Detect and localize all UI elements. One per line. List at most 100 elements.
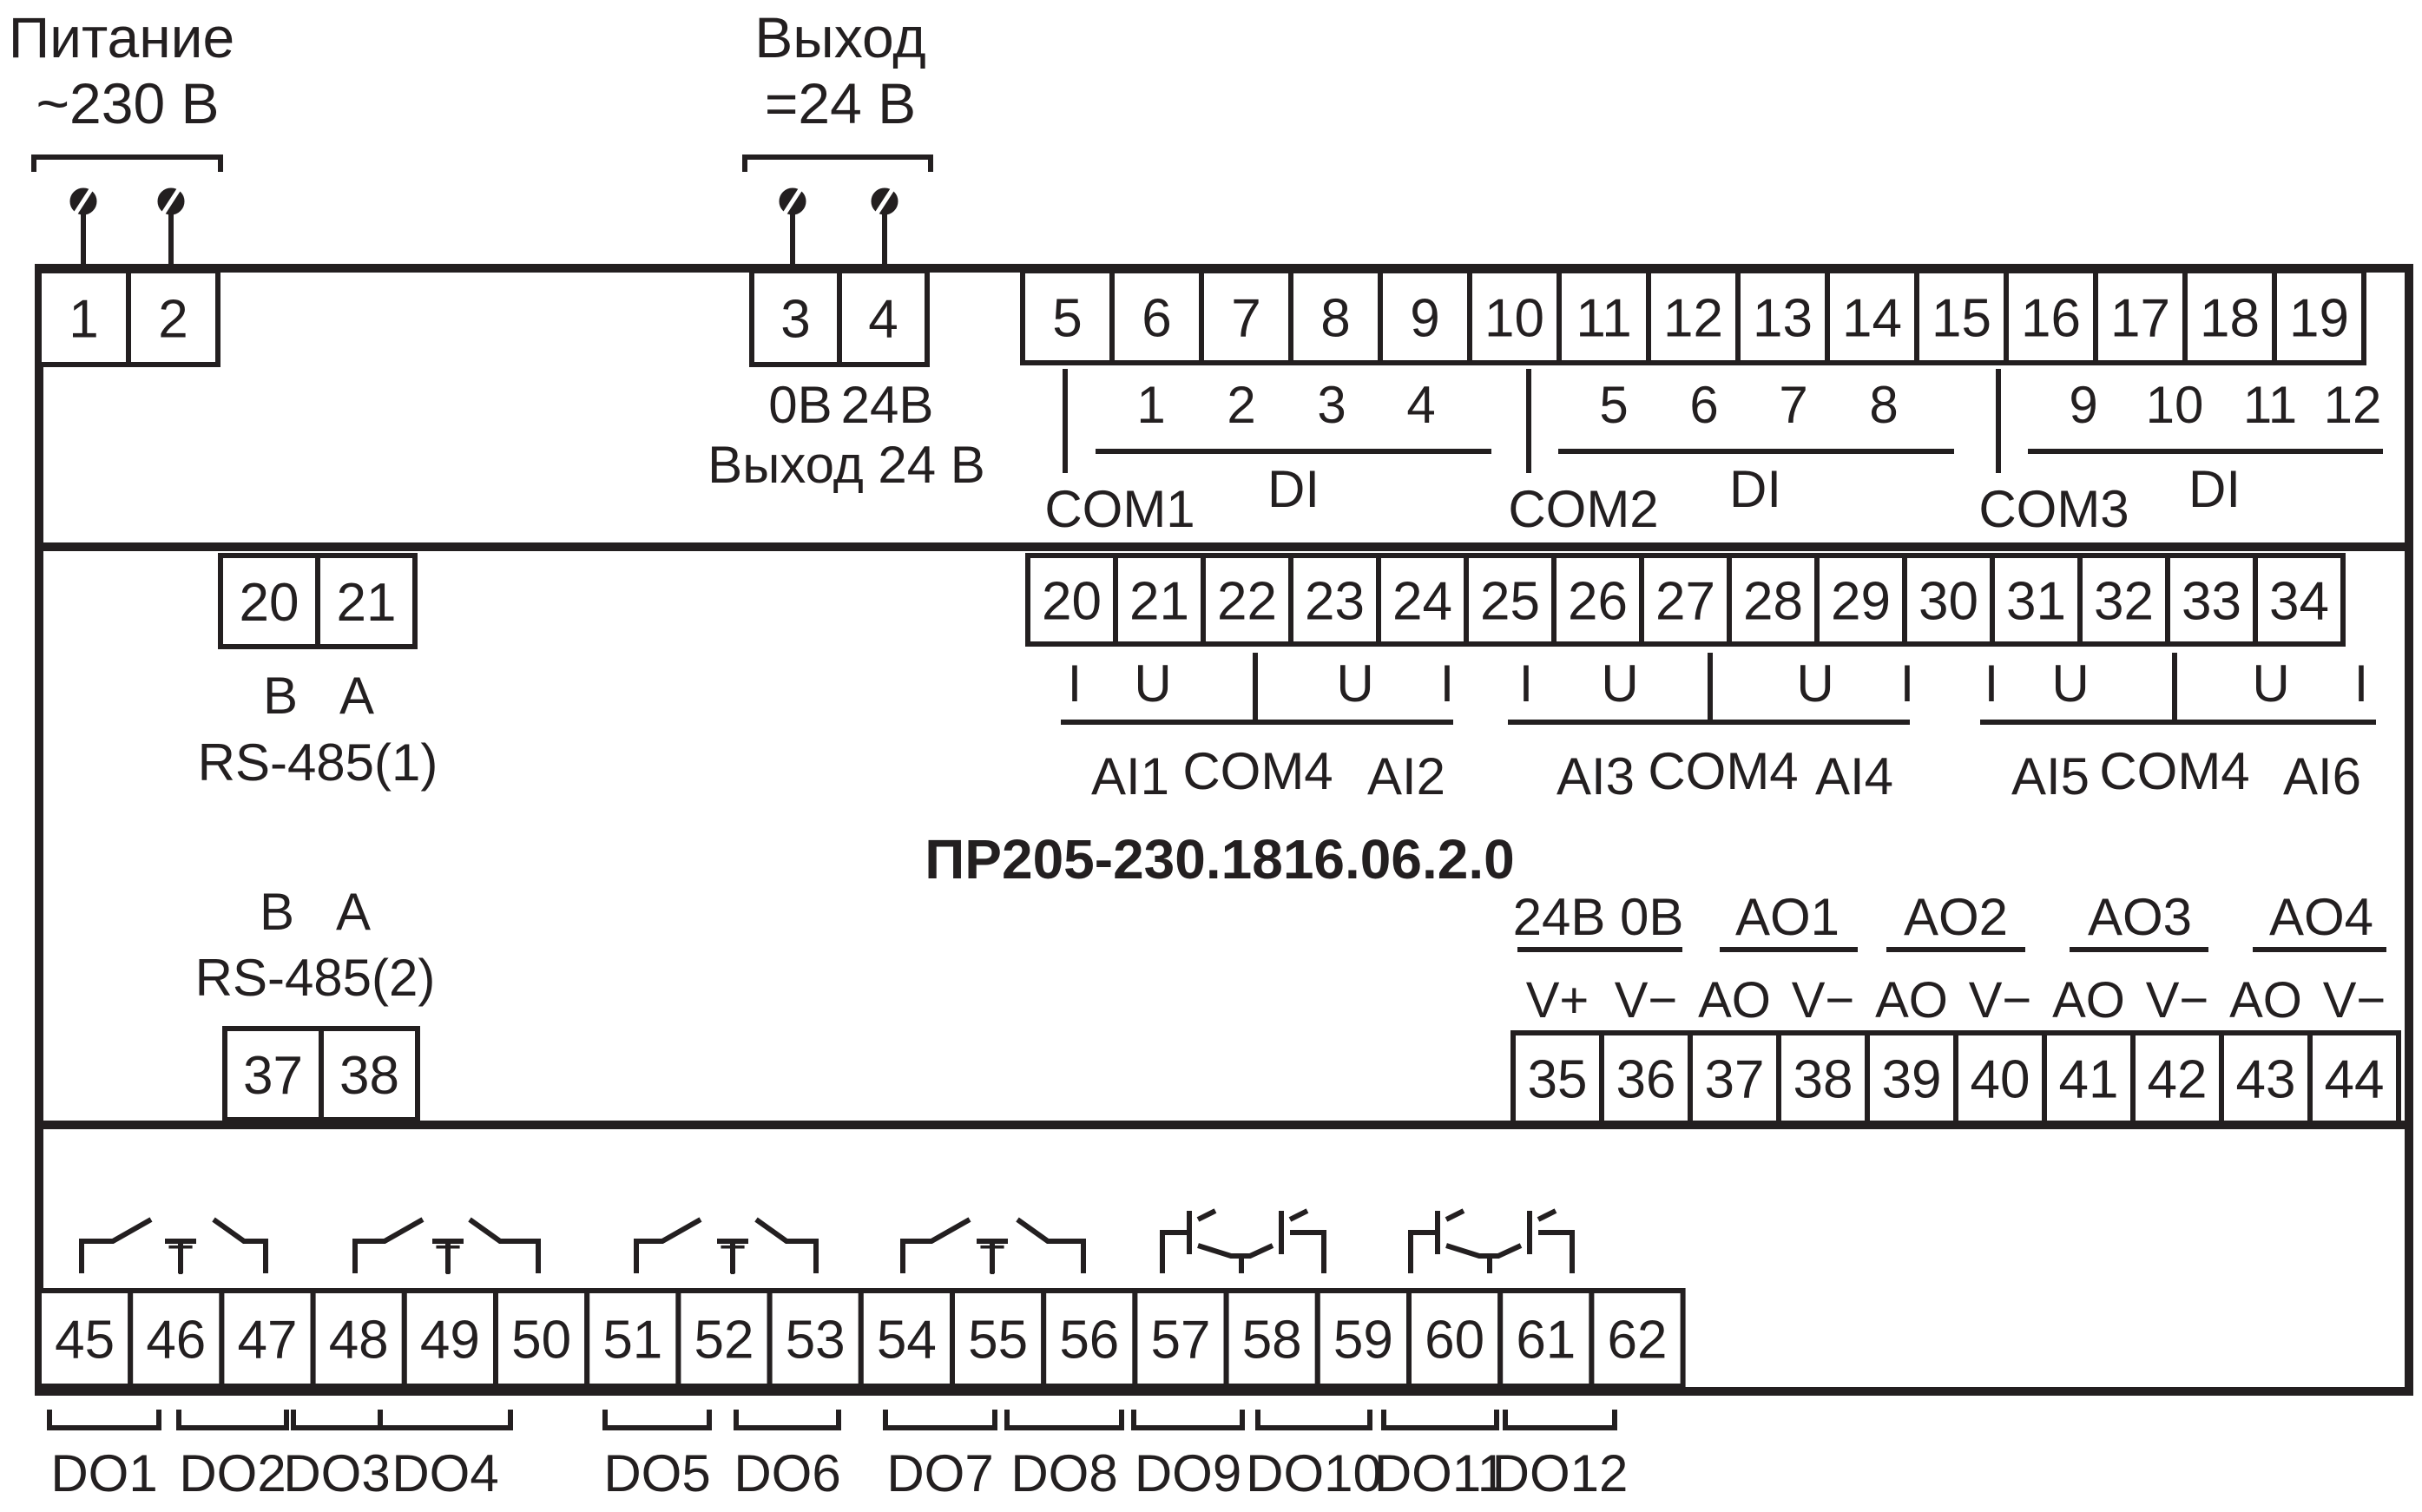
ao-pin-label: V− <box>1792 972 1855 1029</box>
terminal-number: 17 <box>2110 288 2170 348</box>
ai-com-label: COM4 <box>1648 742 1798 800</box>
di-channel: 2 <box>1227 376 1255 434</box>
terminal-number: 35 <box>1528 1049 1588 1109</box>
terminal-number: 2 <box>158 289 188 349</box>
terminal-cell <box>767 1288 864 1389</box>
terminal-number: 36 <box>1616 1049 1676 1109</box>
do-label: DO1 <box>50 1444 157 1502</box>
terminal-cell <box>1020 268 1115 365</box>
screw-icon <box>69 182 97 220</box>
do-brackets <box>47 1410 1617 1430</box>
terminal-number: 26 <box>1568 571 1628 631</box>
ai-group-1: I U U I AI1 COM4 AI2 <box>1068 654 1455 805</box>
di-channel: 3 <box>1317 376 1346 434</box>
terminal-cell <box>1735 268 1830 365</box>
screw-icon <box>779 182 806 220</box>
terminal-number: 34 <box>2269 571 2329 631</box>
screw-icon <box>871 182 898 220</box>
terminal-cell <box>1776 1030 1870 1126</box>
power-label-line2: ~230 В <box>36 71 219 135</box>
terminal-number: 48 <box>329 1310 389 1370</box>
di-channel: 10 <box>2146 376 2204 434</box>
do-label: DO12 <box>1492 1444 1629 1502</box>
do-label: DO11 <box>1374 1444 1506 1502</box>
terminal-number: 39 <box>1882 1049 1942 1109</box>
power-label-line1: Питание <box>9 5 235 69</box>
terminal-cell <box>319 1026 420 1122</box>
ao-pin-label: V− <box>2323 972 2386 1029</box>
terminal-cell <box>1914 268 2009 365</box>
ao-channel-label: AO2 <box>1904 888 2008 946</box>
terminal-number: 23 <box>1305 571 1365 631</box>
do-label: DO8 <box>1010 1444 1117 1502</box>
ai-pin-i: I <box>1519 654 1534 713</box>
terminal-cell <box>2307 1030 2401 1126</box>
terminal-cell <box>2077 553 2170 647</box>
do-label: DO6 <box>734 1444 840 1502</box>
terminal-number: 7 <box>1231 288 1260 348</box>
terminal-number: 18 <box>2200 288 2260 348</box>
terminal-number: 51 <box>602 1310 662 1370</box>
ao-channel-label: AO4 <box>2269 888 2373 946</box>
do-bracket <box>1131 1410 1245 1430</box>
di-group-label: DI <box>2188 460 2241 518</box>
ai-pin-u: U <box>2252 654 2289 713</box>
relay-switch-icon <box>900 1217 1086 1273</box>
terminal-number: 12 <box>1663 288 1723 348</box>
screw-connector-icons <box>69 182 898 220</box>
ai-channel-label: AI2 <box>1367 747 1445 805</box>
terminal-number: 15 <box>1932 288 1991 348</box>
output-label-line2: =24 В <box>765 71 916 135</box>
terminal-number: 20 <box>240 573 299 633</box>
rs485-1-a-label: A <box>339 667 374 725</box>
ao-pin-label: AO <box>2052 972 2125 1029</box>
terminal-number: 37 <box>243 1046 303 1106</box>
do-label: DO7 <box>886 1444 993 1502</box>
ai-group-2: I U U I AI3 COM4 AI4 <box>1519 654 1915 805</box>
ai-pin-u: U <box>1336 654 1373 713</box>
terminal-cell <box>749 268 842 367</box>
terminal-number: 44 <box>2325 1049 2385 1109</box>
output-label-line1: Выход <box>754 5 925 69</box>
ai-channel-label: AI3 <box>1557 747 1635 805</box>
di-group-lines <box>1063 369 2383 473</box>
terminal-number: 21 <box>337 573 397 633</box>
terminal-cell <box>1378 268 1472 365</box>
terminal-cell <box>1825 268 1919 365</box>
terminal-number: 46 <box>146 1310 206 1370</box>
terminal-number: 20 <box>1042 571 1102 631</box>
terminal-cell <box>1199 268 1293 365</box>
terminal-cell <box>2004 268 2098 365</box>
terminal-number: 14 <box>1842 288 1902 348</box>
di-channel: 12 <box>2324 376 2382 434</box>
output-caption: Выход 24 В <box>708 436 985 494</box>
ao-pin-label: AO <box>1875 972 1948 1029</box>
ai-pin-u: U <box>1601 654 1638 713</box>
terminal-number: 38 <box>1793 1049 1853 1109</box>
relay-switch-icon <box>352 1217 541 1273</box>
terminal-number: 30 <box>1919 571 1978 631</box>
terminal-number: 9 <box>1410 288 1439 348</box>
di-com-label: COM3 <box>1978 480 2129 538</box>
do-label: DO2 <box>179 1444 286 1502</box>
terminal-cell <box>222 1026 324 1122</box>
terminal-number: 52 <box>694 1310 754 1370</box>
terminal-number: 28 <box>1743 571 1803 631</box>
terminal-number: 27 <box>1655 571 1715 631</box>
di-channel: 6 <box>1689 376 1718 434</box>
terminal-cell <box>1990 553 2083 647</box>
terminal-number: 50 <box>511 1310 571 1370</box>
terminal-number: 22 <box>1217 571 1277 631</box>
terminal-cell <box>1464 553 1557 647</box>
terminal-cell <box>128 1288 225 1389</box>
model-label: ПР205-230.1816.06.2.0 <box>925 828 1514 891</box>
di-channel: 7 <box>1779 376 1807 434</box>
ao-pin-label: V− <box>1969 972 2032 1029</box>
terminal-number: 40 <box>1971 1049 2030 1109</box>
ai-pin-i: I <box>1900 654 1915 713</box>
ai-channel-label: AI4 <box>1815 747 1893 805</box>
